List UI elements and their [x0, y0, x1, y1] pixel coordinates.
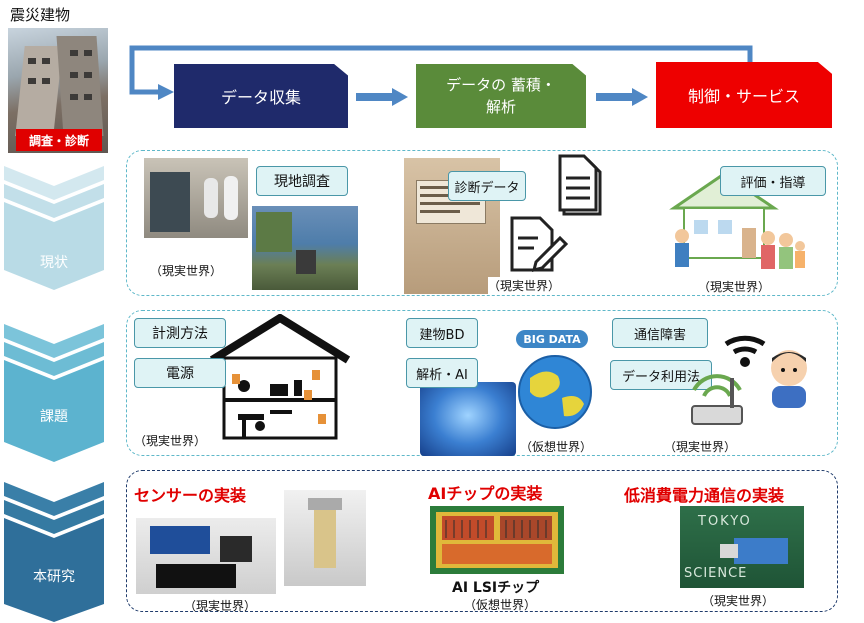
power-supply-tag: 電源: [134, 358, 226, 388]
real-world-label: （現実世界）: [698, 280, 771, 294]
feedback-loop-arrow: [129, 45, 753, 100]
communication-module-photo: TOKYO SCIENCE: [680, 506, 804, 588]
big-data-globe-icon: [518, 355, 592, 429]
row-label-issues: 課題: [40, 409, 68, 425]
ai-lsi-chip-layout: [430, 506, 564, 574]
analysis-label: 解析: [485, 98, 516, 116]
control-service-box: 制御・サービス: [656, 62, 832, 128]
low-power-communication-heading: 低消費電力通信の実装: [624, 486, 785, 505]
issues-chevron: [4, 324, 104, 462]
virtual-world-label: （仮想世界）: [464, 598, 537, 612]
tokyo-text: TOKYO: [698, 514, 752, 529]
real-world-label: （現実世界）: [702, 594, 775, 608]
wifi-icon: [724, 335, 766, 367]
virtual-world-label: （仮想世界）: [520, 440, 593, 454]
control-service-label: 制御・サービス: [687, 87, 800, 106]
data-collection-box: データ収集: [174, 64, 348, 128]
sensor-implementation-heading: センサーの実装: [134, 486, 247, 505]
real-world-label: （現実世界）: [664, 440, 737, 454]
measurement-method-tag: 計測方法: [134, 318, 226, 348]
edit-document-icon: [510, 216, 568, 273]
this-research-row-frame: [126, 470, 838, 612]
evaluation-guidance-tag: 評価・指導: [720, 166, 826, 196]
real-world-label: （現実世界）: [184, 599, 257, 613]
flexible-sensor-photo: [284, 490, 366, 586]
communication-failure-tag: 通信障害: [612, 318, 708, 348]
ai-lsi-chip-label: AI LSIチップ: [452, 580, 540, 596]
data-storage-analysis-box: データの 蓄積・ 解析: [416, 64, 586, 128]
ai-chip-implementation-heading: AIチップの実装: [428, 484, 543, 503]
field-survey-photo-2: [252, 206, 358, 290]
science-text: SCIENCE: [684, 566, 748, 581]
field-survey-photo: [144, 158, 248, 238]
troubled-person-icon: [771, 350, 807, 408]
survey-diagnosis-badge: 調査・診断: [16, 129, 102, 151]
sensor-house-illustration: [210, 314, 350, 440]
evaluation-guidance-illustration: [669, 172, 805, 269]
big-data-label: BIG DATA: [516, 330, 588, 348]
this-research-chevron: [4, 482, 104, 622]
field-survey-tag: 現地調査: [256, 166, 348, 196]
disaster-building-title: 震災建物: [10, 6, 71, 24]
diagnosis-data-tag: 診断データ: [448, 171, 526, 201]
ai-brain-image: [420, 382, 516, 456]
row-label-this-research: 本研究: [33, 569, 75, 585]
analysis-ai-tag: 解析・AI: [406, 358, 478, 388]
status-chevron: [4, 166, 104, 290]
status-row-frame: [126, 150, 838, 296]
data-collection-label: データ収集: [220, 88, 301, 107]
arrow-right-icon: [596, 88, 648, 106]
building-database-tag: 建物BD: [406, 318, 478, 348]
data-storage-label: データの 蓄積・: [446, 76, 556, 94]
data-usage-tag: データ利用法: [610, 360, 712, 390]
arrow-right-icon: [356, 88, 408, 106]
wireless-router-icon: [691, 374, 743, 425]
sensor-device-photo: [136, 518, 276, 594]
real-world-label: （現実世界）: [134, 434, 207, 448]
row-label-status: 現状: [40, 255, 68, 271]
real-world-label: （現実世界）: [488, 277, 561, 294]
document-icon: [558, 154, 602, 216]
real-world-label: （現実世界）: [150, 264, 223, 278]
